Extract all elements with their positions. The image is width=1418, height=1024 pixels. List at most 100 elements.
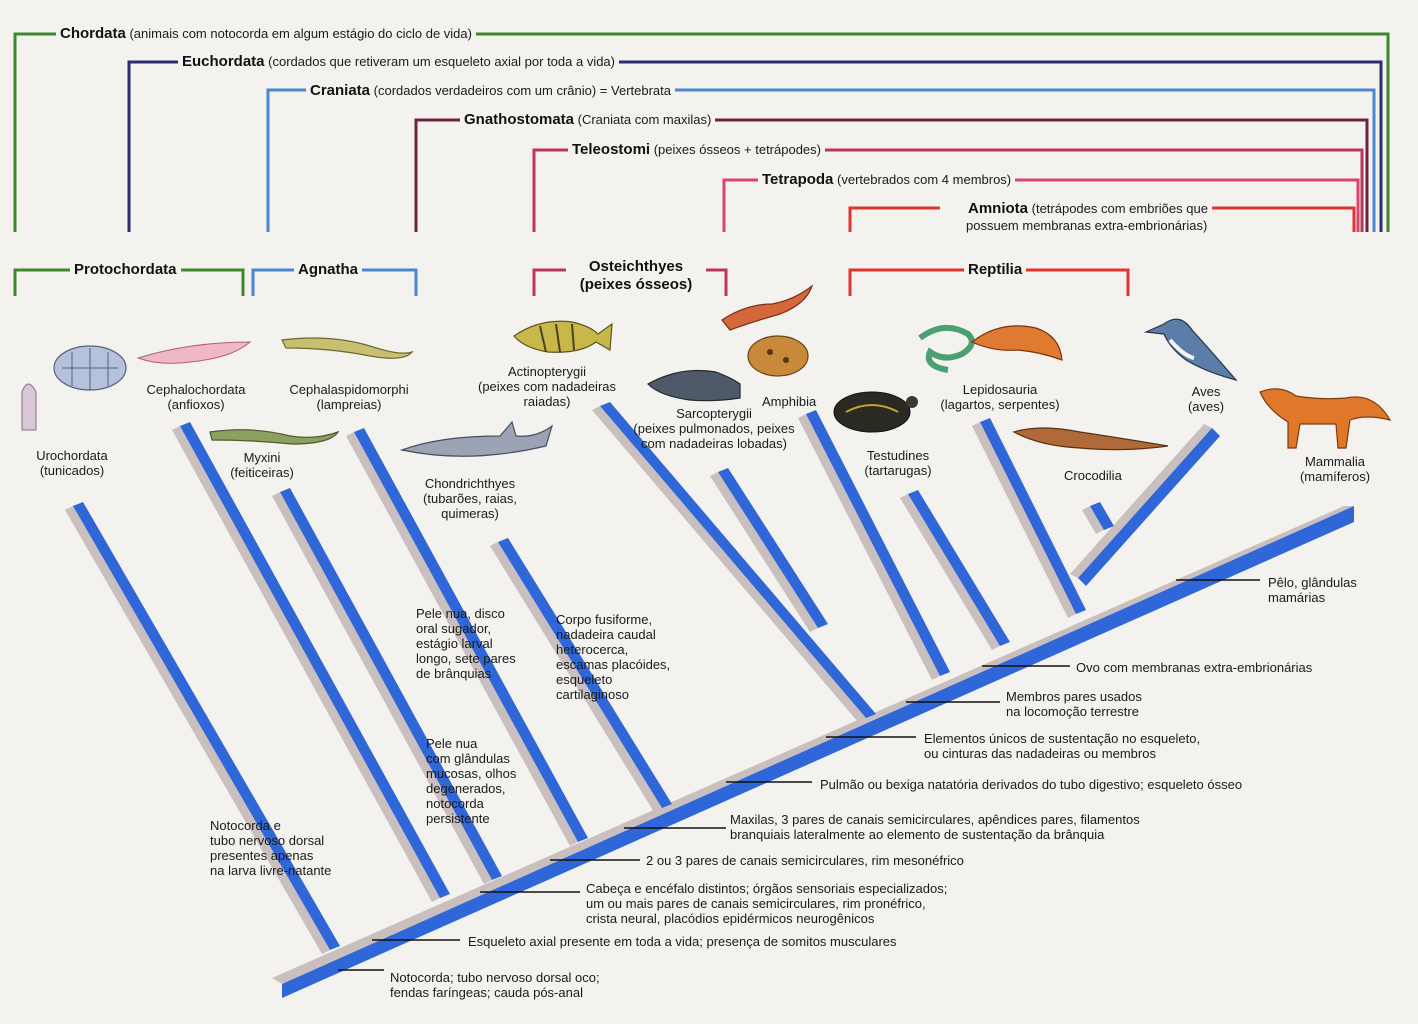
note-line: presentes apenas xyxy=(210,848,314,863)
synapomorphy-s7: Elementos únicos de sustentação no esque… xyxy=(924,731,1200,761)
note-line: de brânquias xyxy=(416,666,492,681)
note-myxini: Pele nua com glândulas mucosas, olhos de… xyxy=(426,736,516,826)
taxon-myxini: Myxini (feiticeiras) xyxy=(212,450,312,480)
clade-craniata-name: Craniata xyxy=(310,82,371,99)
taxon-mammalia: Mammalia (mamíferos) xyxy=(1284,454,1386,484)
taxon-myxini-name: Myxini xyxy=(243,450,281,465)
taxon-chondrichthyes-common2: quimeras) xyxy=(441,506,499,521)
branch-cephalochordata-bar xyxy=(180,422,450,898)
clade-amniota-desc1: (tetrápodes com embriões que xyxy=(1031,201,1208,216)
note-line: na larva livre-natante xyxy=(210,863,332,878)
clade-tetrapoda: Tetrapoda (vertebrados com 4 membros) xyxy=(758,172,1016,187)
note-line: escamas placóides, xyxy=(556,657,671,672)
lizard-icon xyxy=(970,325,1063,361)
branch-aves-shade xyxy=(1070,424,1212,578)
synapomorphy-s8: Membros pares usados na locomoção terres… xyxy=(1006,689,1142,719)
branch-sarcopterygii-bar xyxy=(718,468,828,628)
taxon-actinopterygii: Actinopterygii (peixes com nadadeiras ra… xyxy=(464,364,630,409)
note-line: degenerados, xyxy=(426,781,506,796)
clade-gnathostomata: Gnathostomata (Craniata com maxilas) xyxy=(460,112,716,127)
taxon-aves: Aves (aves) xyxy=(1170,384,1242,414)
branch-lepidosauria-bar xyxy=(980,418,1086,614)
taxon-aves-common: (aves) xyxy=(1187,399,1225,414)
note-line: Pele nua, disco xyxy=(416,606,505,621)
synapomorphy-line: Ovo com membranas extra-embrionárias xyxy=(1076,660,1313,675)
gnathostomata-bracket xyxy=(414,118,1369,232)
branch-crocodilia-bar xyxy=(1090,502,1114,530)
branch-myxini-shade xyxy=(272,492,492,884)
frog-icon xyxy=(747,335,809,377)
synapomorphy-line: 2 ou 3 pares de canais semicirculares, r… xyxy=(646,853,964,868)
clade-teleostomi-desc: (peixes ósseos + tetrápodes) xyxy=(653,142,821,157)
taxon-urochordata-common: (tunicados) xyxy=(39,463,105,478)
branch-amphibia-shade xyxy=(798,414,940,680)
crocodile-icon xyxy=(1012,427,1169,451)
clade-amniota-name: Amniota xyxy=(968,200,1028,217)
note-line: estágio larval xyxy=(416,636,493,651)
clade-amniota-desc2: possuem membranas extra-embrionárias) xyxy=(966,218,1208,233)
note-line: com glândulas xyxy=(426,751,510,766)
euchordata-bracket xyxy=(127,60,1383,232)
branch-sarcopterygii-shade xyxy=(710,472,818,632)
note-line: tubo nervoso dorsal xyxy=(210,833,325,848)
branch-aves-bar xyxy=(1078,428,1220,586)
note-line: cartilaginoso xyxy=(556,687,629,702)
taxon-cephalochordata: Cephalochordata (anfioxos) xyxy=(126,382,266,412)
turtle-icon xyxy=(833,391,918,433)
trunk-shade xyxy=(272,506,1354,984)
synapomorphy-line: Esqueleto axial presente em toda a vida;… xyxy=(468,934,897,949)
synapomorphy-line: Cabeça e encéfalo distintos; órgãos sens… xyxy=(586,881,948,896)
clade-chordata-desc: (animais com notocorda em algum estágio … xyxy=(129,26,472,41)
taxon-sarcopterygii-common2: com nadadeiras lobadas) xyxy=(641,436,787,451)
group-osteichthyes: Osteichthyes (peixes ósseos) xyxy=(566,258,706,294)
shark-icon xyxy=(399,420,554,457)
branch-amphibia-bar xyxy=(806,410,950,676)
taxon-chondrichthyes-name: Chondrichthyes xyxy=(424,476,516,491)
synapomorphy-line: Elementos únicos de sustentação no esque… xyxy=(924,731,1201,746)
note-urochordata: Notocorda e tubo nervoso dorsal presente… xyxy=(210,818,331,878)
note-line: longo, sete pares xyxy=(416,651,516,666)
synapomorphy-s4: 2 ou 3 pares de canais semicirculares, r… xyxy=(646,853,964,868)
clade-euchordata-name: Euchordata xyxy=(182,53,265,70)
note-line: Corpo fusiforme, xyxy=(556,612,653,627)
branch-myxini-bar xyxy=(280,488,502,880)
branch-testudines-bar xyxy=(908,490,1010,646)
note-line: esqueleto xyxy=(556,672,613,687)
taxon-lepidosauria: Lepidosauria (lagartos, serpentes) xyxy=(920,382,1080,412)
taxon-sarcopterygii: Sarcopterygii (peixes pulmonados, peixes… xyxy=(614,406,814,451)
taxon-cephalaspidomorphi-name: Cephalaspidomorphi xyxy=(289,382,409,397)
note-cephalaspidomorphi: Pele nua, disco oral sugador, estágio la… xyxy=(416,606,516,681)
branch-actinopterygii-bar xyxy=(600,402,876,718)
synapomorphy-line: na locomoção terrestre xyxy=(1006,704,1139,719)
note-chondrichthyes: Corpo fusiforme, nadadeira caudal hetero… xyxy=(556,612,670,702)
fox-icon xyxy=(1259,388,1392,449)
note-line: Pele nua xyxy=(426,736,478,751)
note-line: persistente xyxy=(426,811,490,826)
taxon-testudines-common: (tartarugas) xyxy=(864,463,932,478)
taxon-myxini-common: (feiticeiras) xyxy=(230,465,294,480)
note-line: nadadeira caudal xyxy=(556,627,656,642)
synapomorphy-line: Notocorda; tubo nervoso dorsal oco; xyxy=(390,970,600,985)
note-line: mucosas, olhos xyxy=(426,766,517,781)
kingfisher-icon xyxy=(1143,318,1238,382)
clade-amniota: Amniota (tetrápodes com embriões que pos… xyxy=(940,200,1212,234)
synapomorphy-line: Membros pares usados xyxy=(1006,689,1142,704)
synapomorphy-line: mamárias xyxy=(1268,590,1326,605)
clade-teleostomi: Teleostomi (peixes ósseos + tetrápodes) xyxy=(568,142,825,157)
taxon-actinopterygii-common2: raiadas) xyxy=(523,394,571,409)
branch-chondrichthyes-shade xyxy=(490,542,662,812)
taxon-mammalia-common: (mamíferos) xyxy=(1299,469,1371,484)
craniata-bracket xyxy=(266,88,1376,232)
branch-cephalaspidomorphi-bar xyxy=(354,428,588,842)
branch-urochordata-bar xyxy=(73,502,340,950)
taxon-lepidosauria-name: Lepidosauria xyxy=(962,382,1038,397)
note-line: oral sugador, xyxy=(416,621,492,636)
clade-chordata-name: Chordata xyxy=(60,25,126,42)
taxon-cephalaspidomorphi-common: (lampreias) xyxy=(316,397,382,412)
note-line: Notocorda e xyxy=(210,818,281,833)
synapomorphy-line: Pêlo, glândulas xyxy=(1268,575,1357,590)
taxon-crocodilia: Crocodilia xyxy=(1064,468,1122,483)
branch-crocodilia-shade xyxy=(1082,506,1104,534)
